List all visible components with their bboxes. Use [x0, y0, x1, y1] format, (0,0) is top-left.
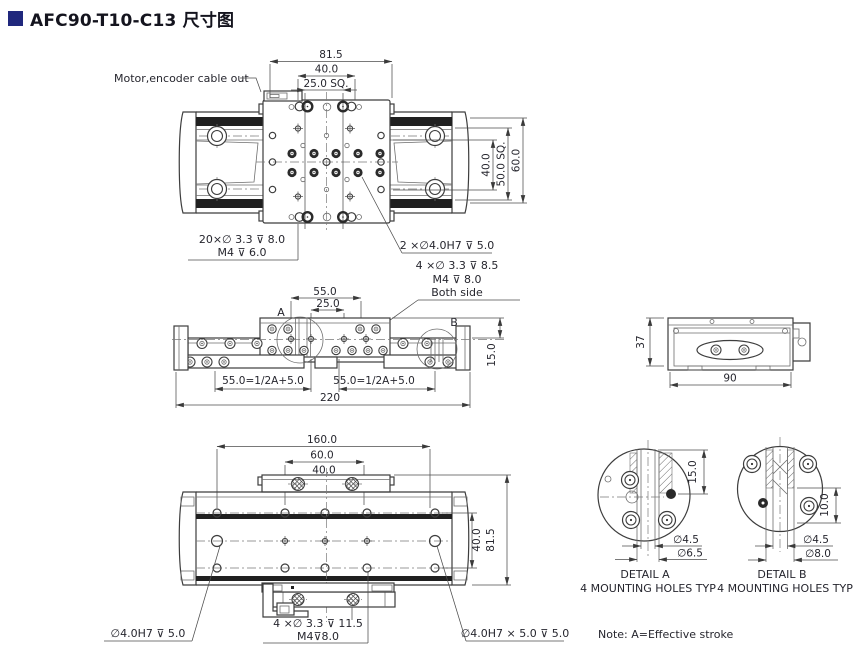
- dim-40-vert: 40.0: [481, 153, 493, 176]
- title-bullet-square: [8, 11, 23, 26]
- cable-out-label: Motor,encoder cable out: [114, 72, 249, 85]
- dim-60: 60.0: [511, 149, 523, 172]
- detail-b-callout: B: [450, 316, 458, 329]
- detail-a-subtitle: 4 MOUNTING HOLES TYP: [580, 582, 716, 595]
- bottom-note-line1: 4 ×∅ 3.3 ⊽ 11.5: [273, 617, 363, 630]
- detail-b: 10.0 ∅4.5 ∅8.0 DETAIL B 4 MOUNTING HOLES…: [717, 437, 853, 595]
- dim-60-btm: 60.0: [310, 450, 333, 462]
- hatched-screw: [344, 592, 362, 607]
- dim-90: 90: [723, 373, 736, 385]
- dim-40: 40.0: [315, 64, 338, 76]
- hatched-screw: [288, 476, 308, 492]
- dim-stroke-right: 55.0=1/2A+5.0: [333, 375, 415, 387]
- page-title-row: AFC90-T10-C13 尺寸图: [8, 6, 234, 31]
- dim-160: 160.0: [307, 434, 337, 446]
- detail-b-subtitle: 4 MOUNTING HOLES TYP: [717, 582, 853, 595]
- dim-15: 15.0: [486, 343, 498, 366]
- dim-25: 25.0: [316, 298, 339, 310]
- hatched-screw: [342, 476, 362, 492]
- detail-a: 15.0 ∅4.5 ∅6.5 DETAIL A 4 MOUNTING HOLES…: [580, 440, 716, 595]
- side-note-line1: 4 ×∅ 3.3 ⊽ 8.5: [416, 259, 499, 272]
- dim-40-right: 40.0: [471, 528, 483, 551]
- side-holes-note: 4 ×∅ 3.3 ⊽ 8.5 M4 ⊽ 8.0 Both side: [367, 259, 520, 337]
- detail-b-depth: 10.0: [819, 493, 831, 516]
- dim-37: 37: [635, 335, 647, 348]
- bottom-note-line2: M4⊽8.0: [297, 630, 339, 643]
- motor-bracket: [261, 582, 396, 618]
- detail-b-dia-small: ∅4.5: [803, 534, 829, 546]
- pin-right-label: ∅4.0H7 × 5.0 ⊽ 5.0: [461, 627, 570, 640]
- detail-a-dia-large: ∅6.5: [677, 548, 703, 560]
- dim-55: 55.0: [313, 286, 336, 298]
- dim-81-5-right: 81.5: [485, 528, 497, 551]
- dim-220: 220: [320, 392, 340, 404]
- detail-a-callout: A: [277, 306, 285, 319]
- tapped-holes-note: 20×∅ 3.3 ⊽ 8.0 M4 ⊽ 6.0: [188, 224, 299, 261]
- hatched-screw: [289, 592, 307, 607]
- tapped-note-line1: 20×∅ 3.3 ⊽ 8.0: [199, 233, 285, 246]
- pin-note: 2 ×∅4.0H7 ⊽ 5.0: [400, 239, 495, 252]
- dim-50-sq: 50.0 SQ.: [496, 142, 508, 187]
- side-view: 55.0 25.0: [172, 286, 505, 408]
- bottom-holes-note: 4 ×∅ 3.3 ⊽ 11.5 M4⊽8.0: [263, 572, 369, 644]
- detail-a-title: DETAIL A: [620, 568, 670, 581]
- detail-a-dia-small: ∅4.5: [673, 534, 699, 546]
- side-note-line2: M4 ⊽ 8.0: [432, 273, 481, 286]
- end-view: 37 90: [635, 317, 811, 388]
- top-view: 81.5 40.0 25.0 SQ. 40.0 50.0 SQ. 60.0: [114, 49, 527, 337]
- dim-40-btm: 40.0: [312, 465, 335, 477]
- cable-hook: [792, 322, 811, 362]
- dim-stroke-left: 55.0=1/2A+5.0: [222, 375, 304, 387]
- bottom-view: 160.0 60.0 40.0: [104, 434, 570, 644]
- detail-b-dia-large: ∅8.0: [805, 548, 831, 560]
- pin-left-label: ∅4.0H7 ⊽ 5.0: [111, 627, 186, 640]
- dim-81-5: 81.5: [319, 49, 342, 61]
- carriage-plate-top: [256, 79, 398, 230]
- detail-a-depth: 15.0: [687, 460, 699, 483]
- tapped-note-line2: M4 ⊽ 6.0: [217, 246, 266, 259]
- pin-note-right: ∅4.0H7 × 5.0 ⊽ 5.0: [436, 545, 570, 642]
- footnote: Note: A=Effective stroke: [598, 628, 734, 641]
- top-view-dimensions: 81.5 40.0 25.0 SQ. 40.0 50.0 SQ. 60.0: [269, 49, 527, 204]
- pin-note-left: ∅4.0H7 ⊽ 5.0: [104, 545, 221, 642]
- side-note-line3: Both side: [431, 286, 483, 299]
- dim-25-sq: 25.0 SQ.: [304, 78, 349, 90]
- page-title: AFC90-T10-C13 尺寸图: [30, 11, 235, 31]
- detail-b-title: DETAIL B: [757, 568, 806, 581]
- pin-holes-note: 2 ×∅4.0H7 ⊽ 5.0: [361, 176, 495, 254]
